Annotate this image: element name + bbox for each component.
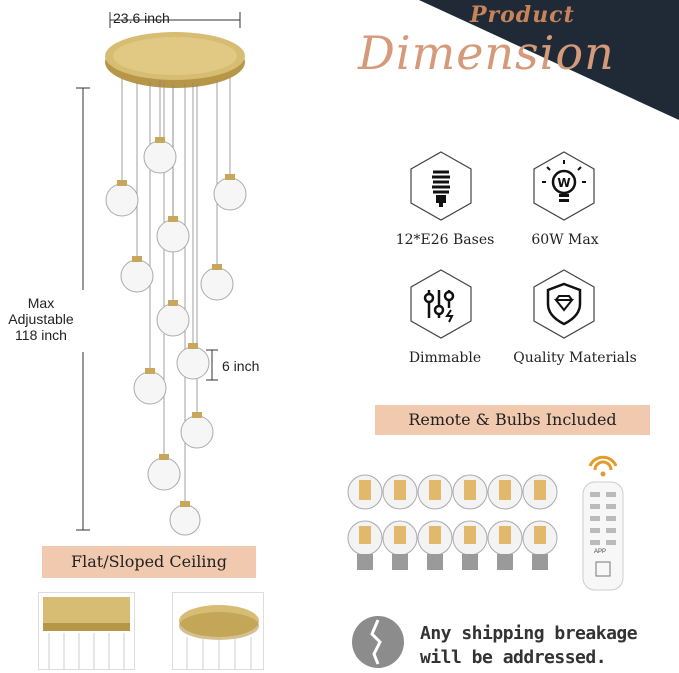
svg-text:W: W (557, 176, 570, 190)
height-line-1: Max (27, 295, 55, 311)
height-line-2: Adjustable (8, 311, 74, 327)
notice-line-1: Any shipping breakage (420, 623, 638, 644)
height-dimension-label: Max Adjustable 118 inch (5, 295, 77, 343)
remote-control-illustration (582, 455, 624, 591)
feature-label-dimmable: Dimmable (408, 350, 482, 366)
sloped-ceiling-thumbnail (172, 592, 264, 670)
title-product: Product (470, 2, 575, 28)
chandelier-illustration (76, 12, 247, 536)
flat-ceiling-thumbnail (38, 592, 135, 670)
feature-label-bases: 12*E26 Bases (395, 232, 495, 248)
remote-bulbs-banner: Remote & Bulbs Included (375, 405, 650, 435)
broken-shield-icon (352, 616, 404, 668)
bulbs-illustration (347, 474, 558, 570)
diamond-shield-icon (533, 269, 595, 339)
remote-app-label: APP (594, 549, 607, 555)
wattage-bulb-icon: W (533, 151, 595, 221)
bulb-base-icon (410, 151, 472, 221)
feature-label-materials: Quality Materials (513, 350, 637, 366)
dimmer-sliders-icon (410, 269, 472, 339)
width-dimension-label: 23.6 inch (113, 10, 170, 26)
title-dimension: Dimension (358, 26, 615, 80)
feature-label-wattage: 60W Max (531, 232, 599, 248)
header-corner-shape (419, 0, 679, 120)
ceiling-banner: Flat/Sloped Ceiling (42, 546, 256, 578)
notice-line-2: will be addressed. (420, 647, 607, 668)
spacing-dimension-label: 6 inch (222, 358, 260, 374)
height-line-3: 118 inch (15, 327, 67, 343)
